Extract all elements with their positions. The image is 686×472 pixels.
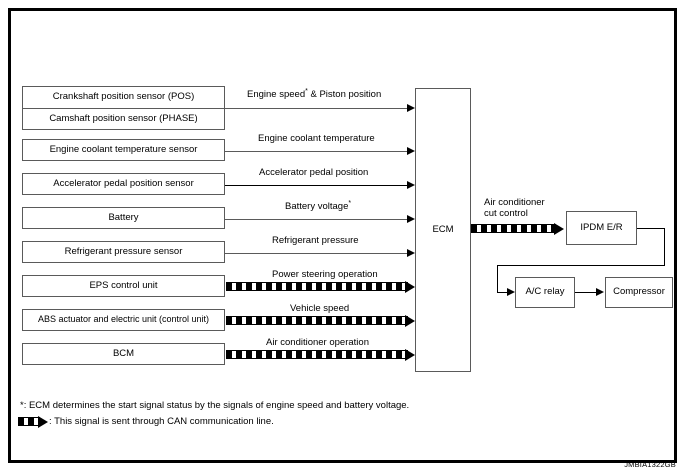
footnote-asterisk: *: ECM determines the start signal statu… [20, 400, 410, 411]
ipdm-er-box[interactable]: IPDM E/R [566, 211, 637, 245]
arrow-head-to-ac-relay [507, 287, 515, 296]
input-label-camshaft-position-sensor: Camshaft position sensor (PHASE) [49, 112, 198, 124]
can-bus-eps-to-ecm [226, 282, 408, 291]
arrow-head-bcm-to-ecm [405, 348, 415, 361]
wire-ipdm-down-segment [664, 228, 665, 266]
footnote-can-legend: : This signal is sent through CAN commun… [18, 415, 274, 428]
ac-relay-box[interactable]: A/C relay [515, 277, 575, 308]
signal-label-battery-voltage: Battery voltage* [285, 199, 352, 212]
footnote-can-text: : This signal is sent through CAN commun… [49, 416, 274, 427]
wire-coolant-temp-to-ecm [225, 151, 407, 152]
ipdm-er-label: IPDM E/R [580, 221, 623, 233]
diagram-frame [8, 8, 677, 463]
input-box-bcm[interactable]: BCM [22, 343, 225, 365]
can-bus-abs-to-ecm [226, 316, 408, 325]
input-box-abs-actuator-and-electric-unit[interactable]: ABS actuator and electric unit (control … [22, 309, 225, 331]
wire-accelerator-pedal-to-ecm [225, 185, 407, 186]
arrow-head-refrigerant-pressure-to-ecm [407, 248, 415, 257]
signal-label-air-conditioner-cut-control: Air conditioner cut control [484, 197, 545, 219]
signal-label-accelerator-pedal-position: Accelerator pedal position [259, 167, 369, 178]
wire-ipdm-across-segment [497, 265, 665, 266]
arrow-head-ecm-to-ipdm [554, 222, 564, 235]
input-box-accelerator-pedal-position-sensor[interactable]: Accelerator pedal position sensor [22, 173, 225, 195]
input-box-eps-control-unit[interactable]: EPS control unit [22, 275, 225, 297]
signal-label-vehicle-speed: Vehicle speed [290, 303, 350, 314]
input-box-refrigerant-pressure-sensor[interactable]: Refrigerant pressure sensor [22, 241, 225, 263]
compressor-box[interactable]: Compressor [605, 277, 673, 308]
ac-relay-label: A/C relay [525, 286, 565, 298]
wire-refrigerant-pressure-to-ecm [225, 253, 407, 254]
arrow-head-accelerator-pedal-to-ecm [407, 180, 415, 189]
can-bus-ecm-to-ipdm [471, 224, 556, 233]
input-label-battery: Battery [108, 211, 139, 223]
input-label-crankshaft-position-sensor: Crankshaft position sensor (POS) [23, 87, 224, 109]
arrow-head-abs-to-ecm [405, 314, 415, 327]
signal-label-engine-coolant-temperature: Engine coolant temperature [258, 133, 375, 144]
arrow-head-to-compressor [596, 287, 604, 296]
arrow-head-eps-to-ecm [405, 280, 415, 293]
input-box-engine-coolant-temperature-sensor[interactable]: Engine coolant temperature sensor [22, 139, 225, 161]
wire-crankshaft-to-ecm [225, 108, 407, 109]
wire-relay-to-compressor [575, 292, 597, 293]
input-label-engine-coolant-temperature-sensor: Engine coolant temperature sensor [49, 143, 198, 155]
input-box-battery[interactable]: Battery [22, 207, 225, 229]
signal-label-air-conditioner-operation: Air conditioner operation [266, 337, 369, 348]
wire-ipdm-down-to-relay-segment [497, 265, 498, 293]
ecm-label: ECM [432, 223, 454, 235]
input-label-bcm: BCM [112, 347, 135, 359]
input-label-eps-control-unit: EPS control unit [89, 279, 158, 291]
input-label-accelerator-pedal-position-sensor: Accelerator pedal position sensor [53, 177, 194, 189]
input-box-crankshaft-camshaft-sensors[interactable]: Crankshaft position sensor (POS) Camshaf… [22, 86, 225, 130]
input-label-abs-actuator-and-electric-unit: ABS actuator and electric unit (control … [37, 314, 210, 325]
input-label-refrigerant-pressure-sensor: Refrigerant pressure sensor [64, 245, 183, 257]
can-bus-bcm-to-ecm [226, 350, 408, 359]
wire-ipdm-right-segment [637, 228, 665, 229]
wire-battery-to-ecm [225, 219, 407, 220]
figure-id-label: JMBIA1322GB [624, 460, 676, 469]
compressor-label: Compressor [613, 286, 665, 298]
can-line-icon [18, 415, 48, 428]
arrow-head-coolant-temp-to-ecm [407, 146, 415, 155]
ecm-box[interactable]: ECM [415, 88, 471, 372]
arrow-head-crankshaft-to-ecm [407, 103, 415, 112]
signal-label-power-steering-operation: Power steering operation [272, 269, 378, 280]
arrow-head-battery-to-ecm [407, 214, 415, 223]
signal-label-engine-speed-piston-position: Engine speed* & Piston position [247, 87, 382, 100]
signal-label-refrigerant-pressure: Refrigerant pressure [272, 235, 359, 246]
wire-into-relay-segment [497, 292, 509, 293]
